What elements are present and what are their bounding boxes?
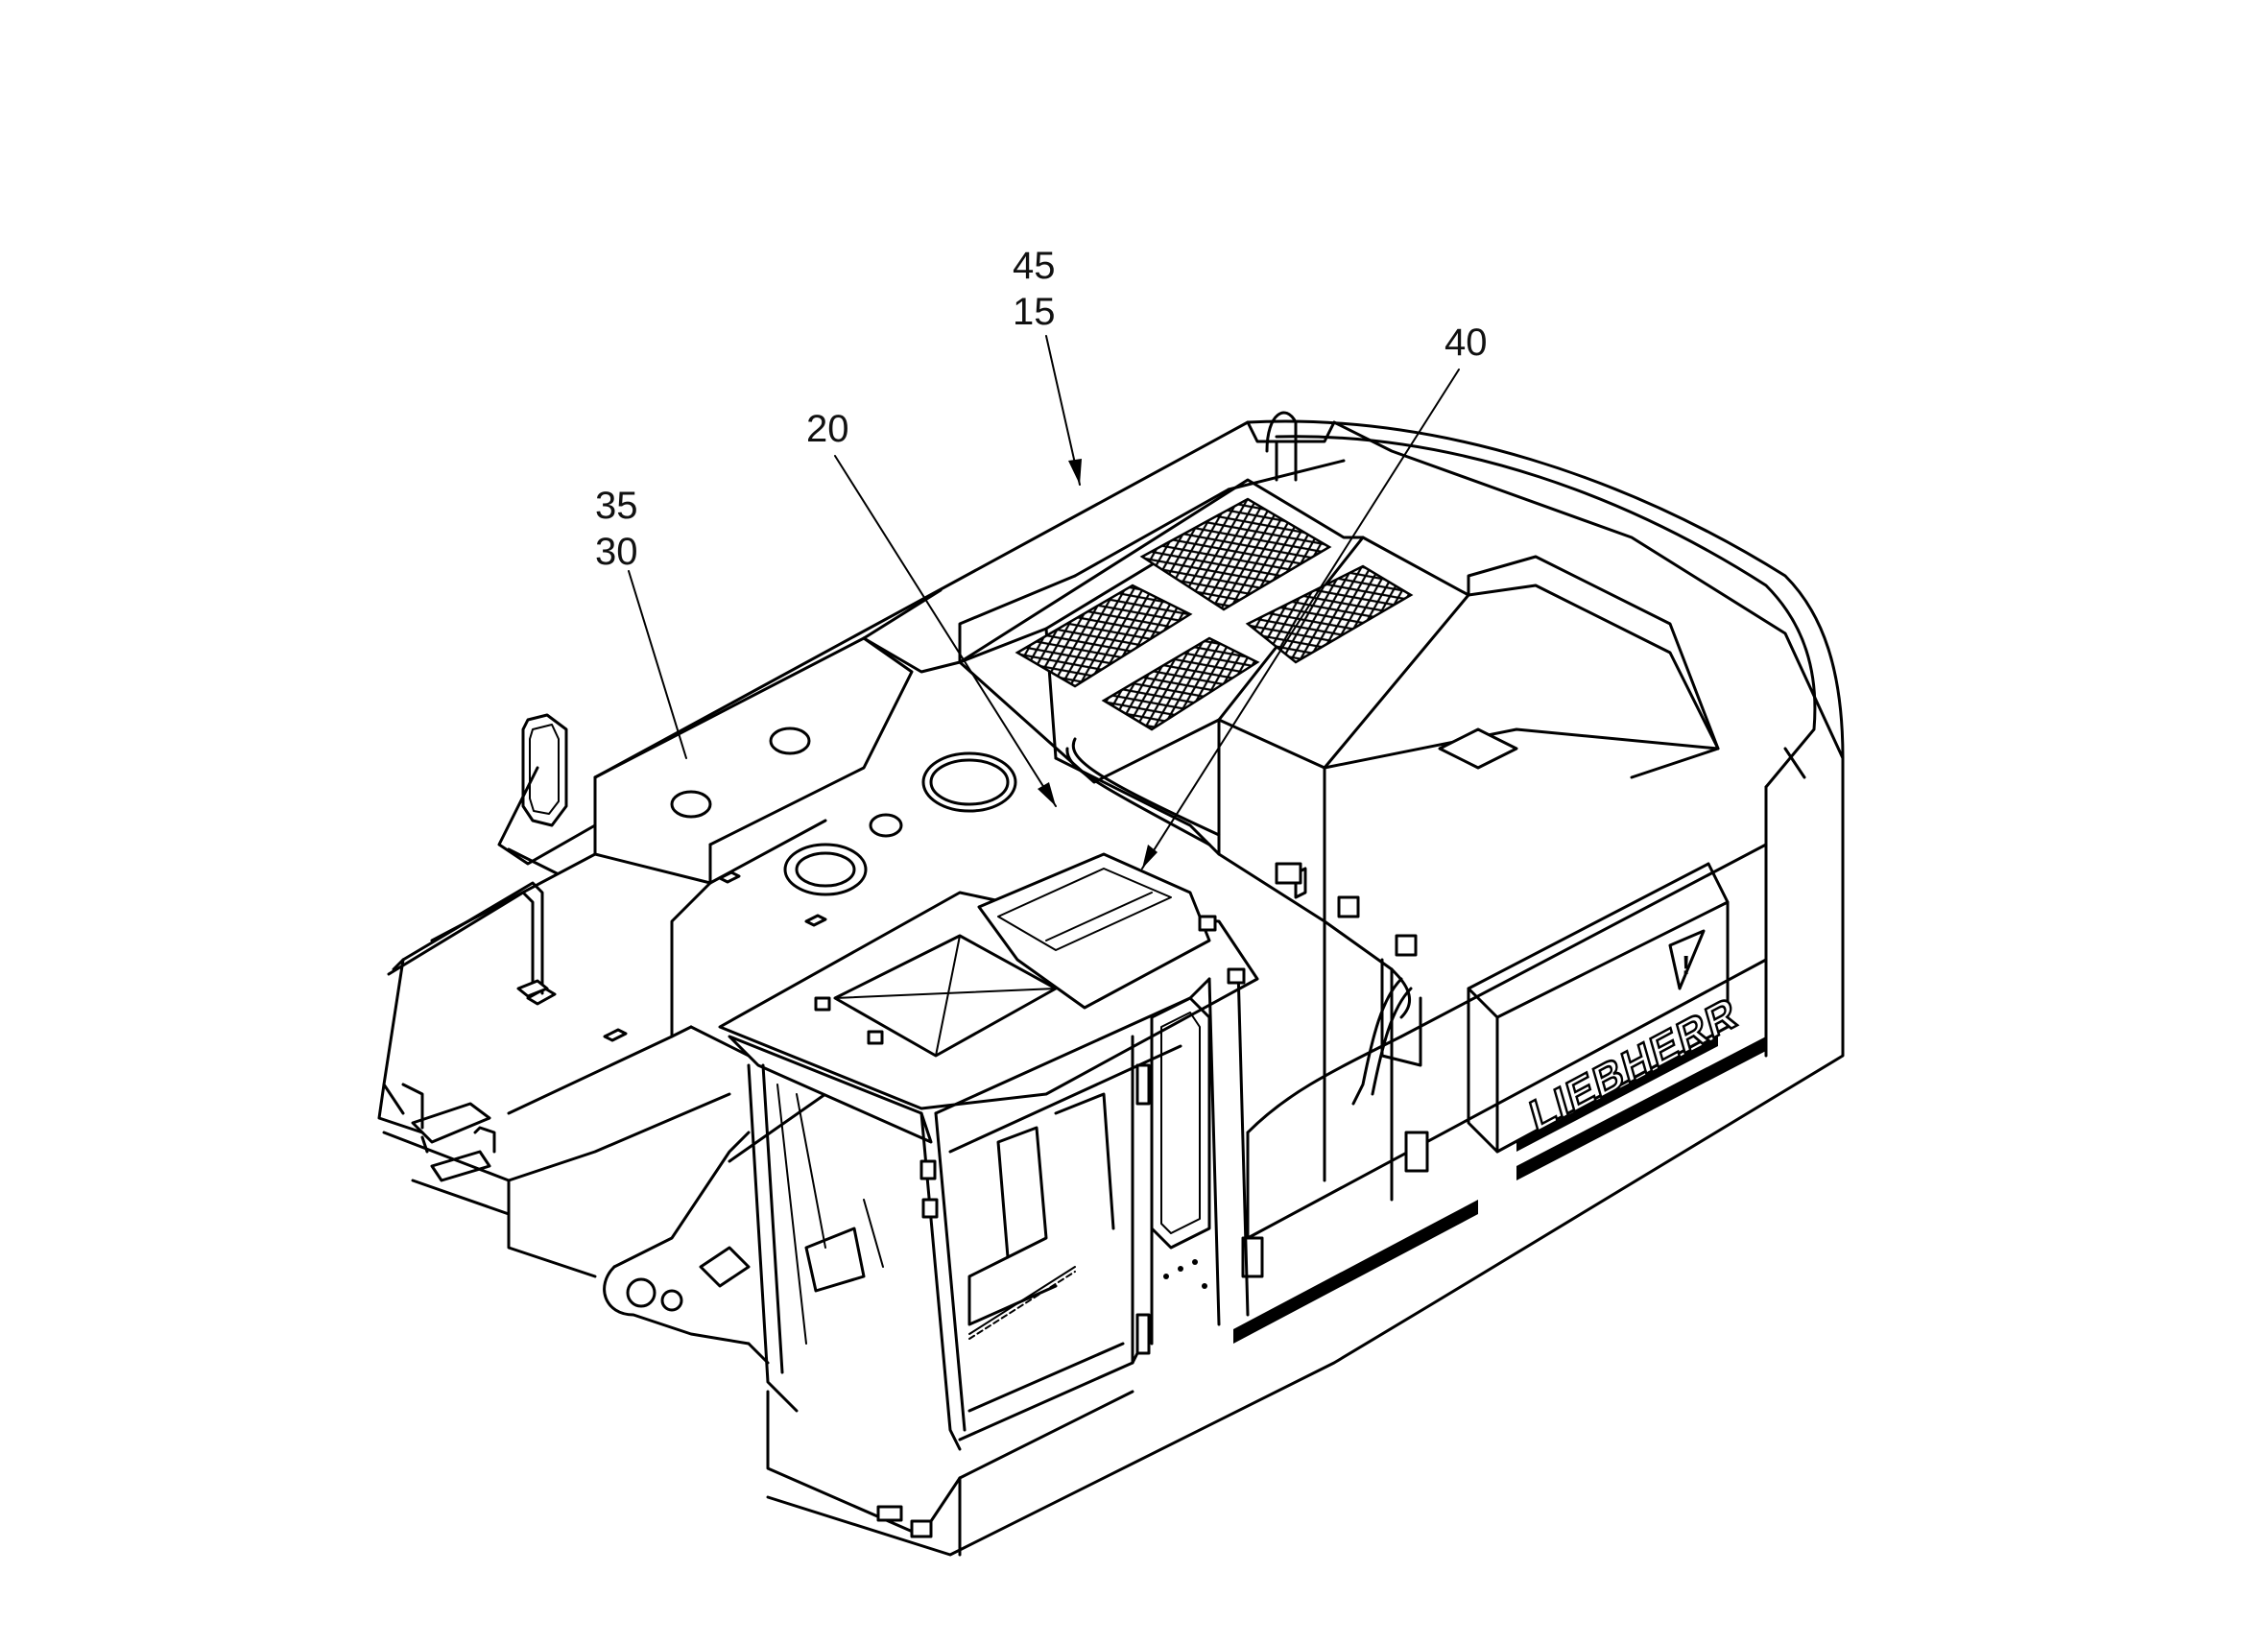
svg-text:!: ! [1682, 950, 1690, 980]
callout-40: 40 [1444, 322, 1488, 364]
left-handrail [377, 881, 549, 1182]
right-side-panels [1054, 756, 1429, 1278]
operator-cab [718, 852, 1259, 1557]
boom-foot [603, 1131, 770, 1365]
grille-icon [1101, 636, 1260, 731]
grille-icon [1015, 584, 1193, 688]
callout-45: 45 [1013, 245, 1056, 287]
callout-labels: 45 15 40 20 35 30 [595, 245, 1488, 573]
warning-triangle-icon: ! [1668, 929, 1706, 990]
main-body [382, 419, 1845, 1557]
callout-15: 15 [1013, 291, 1056, 333]
leader-lines [628, 335, 1460, 870]
engine-hood [958, 411, 1720, 923]
callout-30: 30 [595, 531, 638, 573]
grille-icon [1139, 497, 1332, 611]
battery-box: LIEBHERR ! [1467, 862, 1744, 1154]
callout-20: 20 [806, 408, 849, 450]
front-left-deck [430, 459, 1346, 1163]
mirror-icon [497, 713, 597, 875]
callout-35: 35 [595, 485, 638, 527]
